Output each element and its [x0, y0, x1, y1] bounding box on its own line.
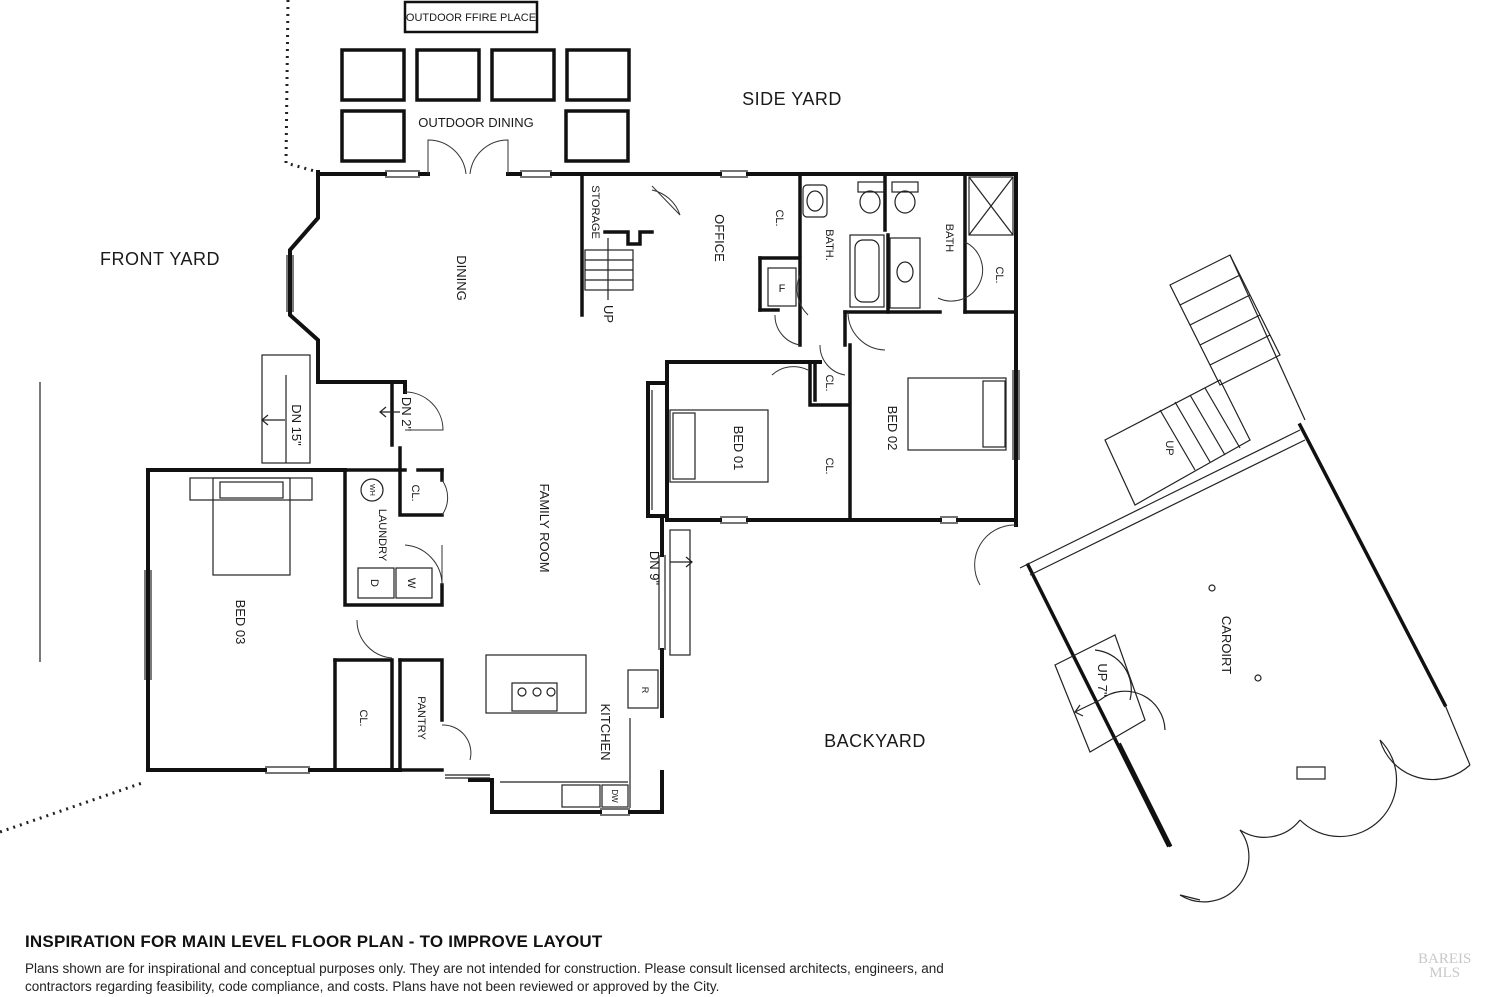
dryer-label: D [368, 579, 380, 587]
mls-watermark: BAREIS MLS [1418, 951, 1472, 981]
bed03-closet-label: CL. [357, 709, 369, 726]
outdoor-fireplace-label: OUTDOOR FFIRE PLACE [406, 12, 536, 24]
watermark-line2: MLS [1429, 965, 1461, 981]
dn2-label: DN 2" [399, 397, 414, 432]
laundry-fixtures [357, 478, 433, 599]
furnace-box [767, 267, 797, 307]
carport [1025, 422, 1448, 848]
beds [189, 377, 1007, 576]
office-closet-label: CL. [773, 209, 785, 226]
outdoor-fireplace-box [403, 0, 539, 34]
dn9-label: DN 9" [647, 551, 662, 586]
interior-walls [333, 172, 1018, 772]
exterior-steps [261, 354, 691, 656]
direction-arrows [261, 406, 1101, 717]
plan-disclaimer: Plans shown are for inspirational and co… [25, 961, 944, 994]
water-heater-label: WH [368, 484, 375, 496]
backyard-label: BACKYARD [824, 731, 926, 751]
interior-stair [584, 238, 634, 300]
washer-label: W [405, 578, 417, 589]
carport-details [1019, 254, 1471, 903]
outdoor-dining-chairs [340, 48, 631, 163]
bath1-label: BATH. [823, 229, 835, 261]
watermark-line1: BAREIS [1418, 951, 1472, 967]
dining-label: DINING [454, 255, 469, 301]
property-line-bottom [0, 781, 143, 834]
plan-title: INSPIRATION FOR MAIN LEVEL FLOOR PLAN - … [25, 932, 603, 951]
windows [144, 170, 1020, 816]
office-label: OFFICE [712, 214, 727, 262]
outdoor-dining-label: OUTDOOR DINING [418, 115, 534, 130]
furnace-label: F [779, 283, 786, 295]
exterior-stair-up-label: UP [1163, 440, 1175, 455]
laundry-closet-label: CL. [409, 484, 421, 501]
family-room-label: FAMILY ROOM [537, 483, 552, 572]
up7-label: UP 7" [1095, 663, 1110, 697]
bed01-closet-b-label: CL. [823, 457, 835, 474]
pantry-label: PANTRY [415, 696, 427, 740]
kitchen-label: KITCHEN [598, 703, 613, 760]
carport-label: CAROIRT [1219, 616, 1234, 674]
bath2-label: BATH [943, 224, 955, 253]
dishwasher-label: DW [610, 789, 619, 803]
side-yard-label: SIDE YARD [742, 89, 842, 109]
kitchen-fixtures [485, 654, 659, 808]
bath-closet-label: CL. [993, 266, 1005, 283]
storage-label: STORAGE [589, 185, 601, 239]
stair-up-label: UP [601, 305, 616, 323]
door-swings [356, 139, 1017, 761]
bed01-closet-a-label: CL. [823, 374, 835, 391]
exterior-walls [146, 170, 1018, 814]
front-yard-label: FRONT YARD [100, 249, 220, 269]
bed03-label: BED 03 [233, 600, 248, 645]
laundry-label: LAUNDRY [376, 509, 388, 562]
dn15-label: DN 15" [289, 404, 304, 446]
property-line-top [284, 0, 319, 174]
bed02-label: BED 02 [885, 406, 900, 451]
fridge-label: R [640, 687, 650, 694]
bath-fixtures [802, 176, 1014, 309]
bed01-label: BED 01 [731, 426, 746, 471]
